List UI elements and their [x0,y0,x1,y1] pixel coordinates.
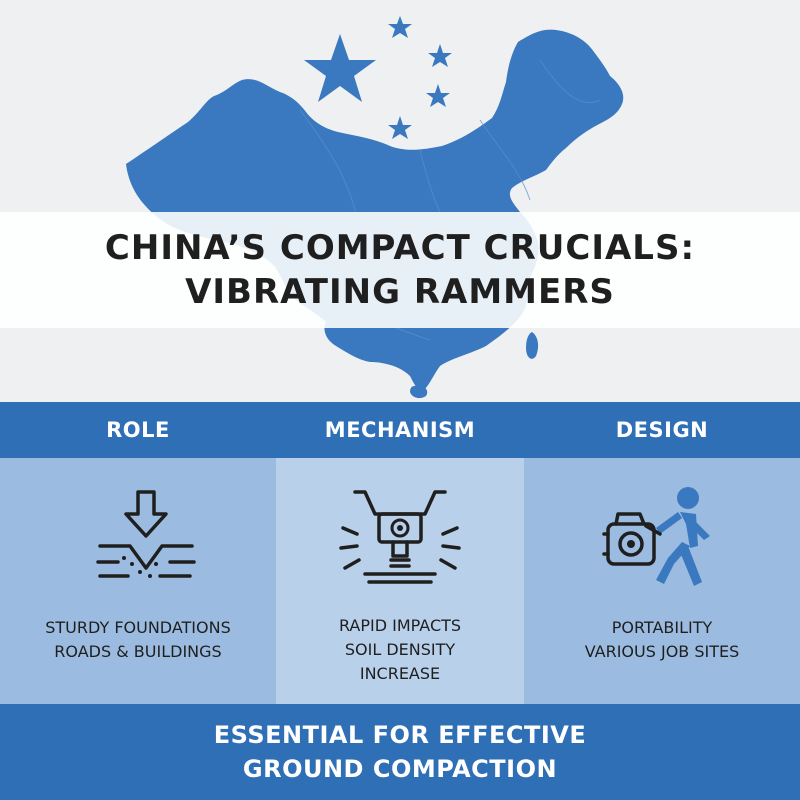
footer-bar [0,704,800,800]
footer-line-1: ESSENTIAL FOR EFFECTIVE [213,721,587,749]
small-star-icon [426,84,450,107]
small-star-icon [388,116,412,139]
china-map-shape [126,29,624,391]
role-caption-line-2: ROADS & BUILDINGS [54,642,222,661]
page-title: CHINA’S COMPACT CRUCIALS: VIBRATING RAMM… [0,226,800,314]
title-band [0,212,800,328]
role-panel: STURDY FOUNDATIONS ROADS & BUILDINGS [0,458,276,704]
mechanism-caption-line-3: INCREASE [359,664,441,683]
large-star-icon [304,34,376,102]
column-header-bar [0,402,800,458]
taiwan-island-shape [526,332,539,359]
role-caption: STURDY FOUNDATIONS ROADS & BUILDINGS [0,616,276,664]
footer-line-2: GROUND COMPACTION [242,755,558,783]
vibrating-rammer-icon [339,490,461,584]
hero-section: CHINA’S COMPACT CRUCIALS: VIBRATING RAMM… [0,0,800,402]
column-heading-mechanism: MECHANISM [324,418,476,442]
mechanism-caption-line-1: RAPID IMPACTS [338,616,462,635]
ground-compaction-arrow-icon [96,490,196,578]
mechanism-panel: RAPID IMPACTS SOIL DENSITY INCREASE [276,458,524,704]
worker-carrying-rammer-icon [602,487,710,586]
role-caption-line-1: STURDY FOUNDATIONS [45,618,231,637]
design-caption-line-2: VARIOUS JOB SITES [584,642,740,661]
design-panel: PORTABILITY VARIOUS JOB SITES [524,458,800,704]
footer-text: ESSENTIAL FOR EFFECTIVE GROUND COMPACTIO… [0,718,800,786]
design-caption: PORTABILITY VARIOUS JOB SITES [524,616,800,664]
title-line-1: CHINA’S COMPACT CRUCIALS: [104,228,696,268]
china-map-illustration [126,16,624,399]
mechanism-caption-line-2: SOIL DENSITY [344,640,456,659]
small-star-icon [428,44,452,67]
design-caption-line-1: PORTABILITY [611,618,713,637]
mechanism-caption: RAPID IMPACTS SOIL DENSITY INCREASE [276,614,524,686]
title-line-2: VIBRATING RAMMERS [185,272,615,312]
small-star-icon [388,16,412,38]
column-heading-role: ROLE [106,418,170,442]
column-heading-design: DESIGN [615,418,709,442]
hainan-island-shape [410,385,428,399]
